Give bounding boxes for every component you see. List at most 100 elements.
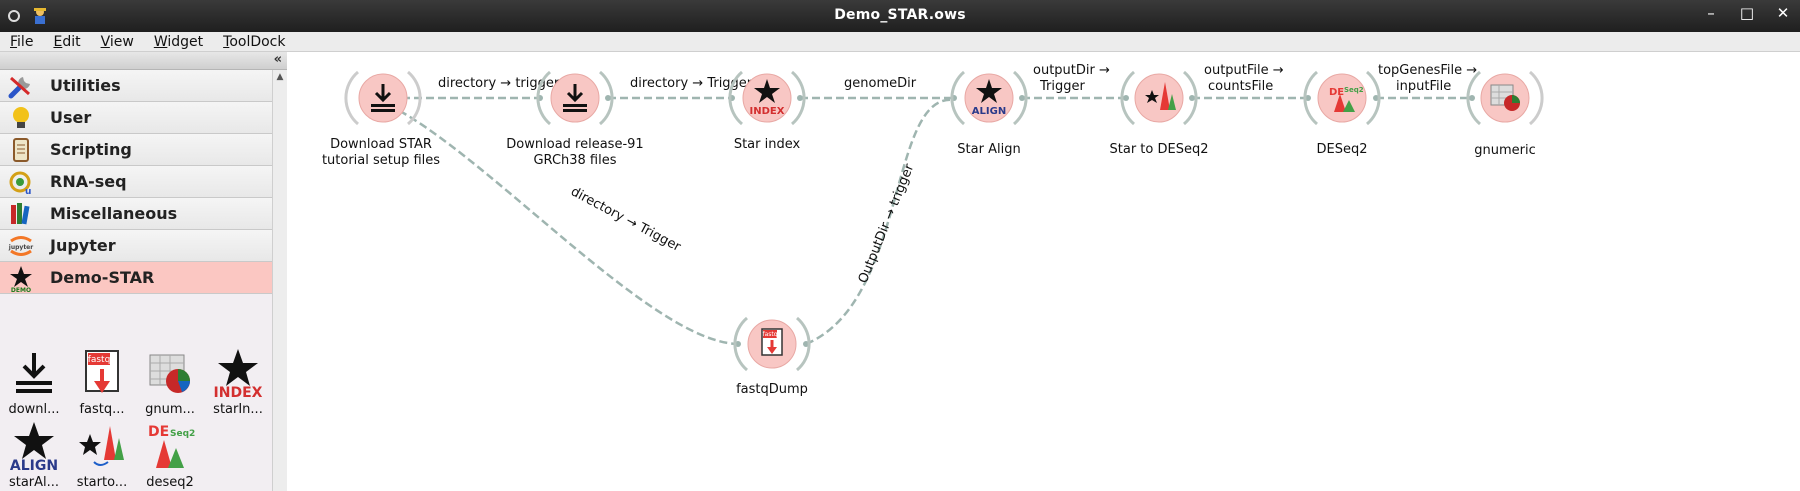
menu-bar: File Edit View Widget ToolDock [0, 32, 1800, 52]
svg-text:DE: DE [1329, 87, 1344, 98]
category-user[interactable]: User [0, 102, 272, 134]
node-star-align[interactable]: ALIGN [950, 70, 1028, 126]
svg-text:fastq: fastq [88, 355, 111, 365]
spreadsheet-icon [136, 346, 204, 400]
download-icon [563, 84, 587, 112]
category-label: Utilities [50, 76, 121, 95]
window-title: Demo_STAR.ows [834, 7, 966, 23]
widget-gnumeric[interactable]: gnum... [136, 346, 204, 418]
node-download-release[interactable] [536, 70, 614, 126]
svg-text:ALIGN: ALIGN [10, 458, 58, 472]
widget-label: downl... [8, 402, 60, 417]
widget-star-to-deseq[interactable]: starto... [68, 419, 136, 491]
node-deseq2[interactable]: DE Seq2 [1303, 70, 1381, 126]
category-rna-seq[interactable]: u RNA-seq [0, 166, 272, 198]
link-label: topGenesFile →inputFile [1378, 63, 1477, 94]
svg-text:ALIGN: ALIGN [972, 106, 1006, 117]
link-label-line2: countsFile [1208, 79, 1273, 94]
link-label: directory → Trigger [630, 76, 753, 91]
node-star-index[interactable]: INDEX [728, 70, 806, 126]
node-star-to-deseq2[interactable] [1120, 70, 1198, 126]
link-label: outputFile →countsFile [1204, 63, 1284, 94]
widget-download[interactable]: downl... [0, 346, 68, 418]
link-label: directory → Trigger [568, 184, 683, 255]
link-fastqdump-staralign [805, 98, 955, 346]
node-label: Star index [733, 137, 801, 152]
books-icon [0, 198, 42, 230]
widget-label: starto... [76, 475, 128, 490]
category-utilities[interactable]: Utilities [0, 70, 272, 102]
category-label: Demo-STAR [50, 268, 155, 287]
window-menu-icon[interactable] [8, 10, 20, 22]
widget-grid: downl... fastq fastq... gnum... INDEX st… [0, 346, 272, 491]
title-bar: Demo_STAR.ows – □ ✕ [0, 0, 1800, 32]
node-label: Download STAR tutorial setup files [321, 137, 441, 168]
star-demo-icon: DEMO [0, 262, 42, 294]
svg-text:u: u [25, 187, 31, 196]
wrench-icon [0, 70, 42, 102]
widget-star-align[interactable]: ALIGN starAl... [0, 419, 68, 491]
lightbulb-icon [0, 102, 42, 134]
minimize-icon[interactable]: – [1707, 4, 1715, 22]
widget-label: fastq... [79, 402, 125, 417]
menu-edit[interactable]: Edit [53, 33, 81, 50]
category-label: Miscellaneous [50, 204, 178, 223]
svg-text:INDEX: INDEX [750, 106, 785, 117]
link-dlstar-fastqdump [377, 98, 739, 346]
svg-text:INDEX: INDEX [214, 385, 263, 399]
widget-fastq[interactable]: fastq fastq... [68, 346, 136, 418]
category-miscellaneous[interactable]: Miscellaneous [0, 198, 272, 230]
link-label-line2: inputFile [1396, 79, 1451, 94]
link-label: outputDir →Trigger [1033, 63, 1110, 94]
maximize-icon[interactable]: □ [1739, 4, 1755, 22]
download-icon [0, 346, 68, 400]
menu-widget[interactable]: Widget [153, 33, 204, 50]
link-label-line2: Trigger [1039, 79, 1085, 94]
category-list: Utilities User Scripting u RNA-seq Misce… [0, 70, 272, 294]
link-label: genomeDir [844, 76, 917, 91]
star-to-deseq-icon [1145, 82, 1176, 110]
svg-text:jupyter: jupyter [8, 244, 33, 251]
category-label: User [50, 108, 92, 127]
deseq2-icon: DE Seq2 [1329, 86, 1364, 112]
node-fastqdump[interactable]: fastq [733, 316, 811, 372]
fastq-icon: fastq [68, 346, 136, 400]
link-label-line1: outputDir → [1033, 63, 1110, 78]
collapse-chevron-icon[interactable]: « [273, 52, 282, 67]
widget-label: starIn... [213, 402, 263, 417]
category-jupyter[interactable]: jupyter Jupyter [0, 230, 272, 262]
fastq-icon: fastq [761, 328, 783, 356]
svg-text:DE: DE [148, 424, 169, 440]
node-label: DESeq2 [1316, 142, 1368, 157]
download-icon [371, 84, 395, 112]
star-index-icon: INDEX [750, 79, 785, 117]
node-label: Download release-91 GRCh38 files [506, 137, 644, 168]
svg-text:fastq: fastq [762, 331, 777, 338]
star-align-icon: ALIGN [0, 419, 68, 473]
workflow-canvas[interactable]: directory → trigger directory → Trigger … [288, 52, 1800, 491]
jupyter-icon: jupyter [0, 230, 42, 262]
widget-star-index[interactable]: INDEX starIn... [204, 346, 272, 418]
category-label: Scripting [50, 140, 132, 159]
node-download-star[interactable] [344, 70, 422, 126]
menu-view[interactable]: View [100, 33, 134, 50]
node-gnumeric[interactable] [1466, 70, 1544, 126]
scroll-up-icon[interactable]: ▲ [276, 72, 284, 82]
star-align-icon: ALIGN [972, 79, 1006, 117]
widget-label: gnum... [145, 402, 195, 417]
category-demo-star[interactable]: DEMO Demo-STAR [0, 262, 272, 294]
menu-file[interactable]: File [10, 33, 34, 50]
close-icon[interactable]: ✕ [1776, 4, 1790, 22]
toolbox-collapse-bar[interactable]: « [0, 52, 287, 70]
category-label: Jupyter [50, 236, 116, 255]
star-to-deseq-icon [68, 419, 136, 473]
node-label: fastqDump [736, 382, 808, 397]
widget-label: deseq2 [146, 475, 194, 490]
widget-toolbox: « Utilities User Scripting u RNA-seq [0, 52, 287, 491]
menu-tooldock[interactable]: ToolDock [223, 33, 286, 50]
scroll-icon [0, 134, 42, 166]
category-scripting[interactable]: Scripting [0, 134, 272, 166]
toolbox-scrollbar[interactable]: ▲ [272, 70, 287, 491]
